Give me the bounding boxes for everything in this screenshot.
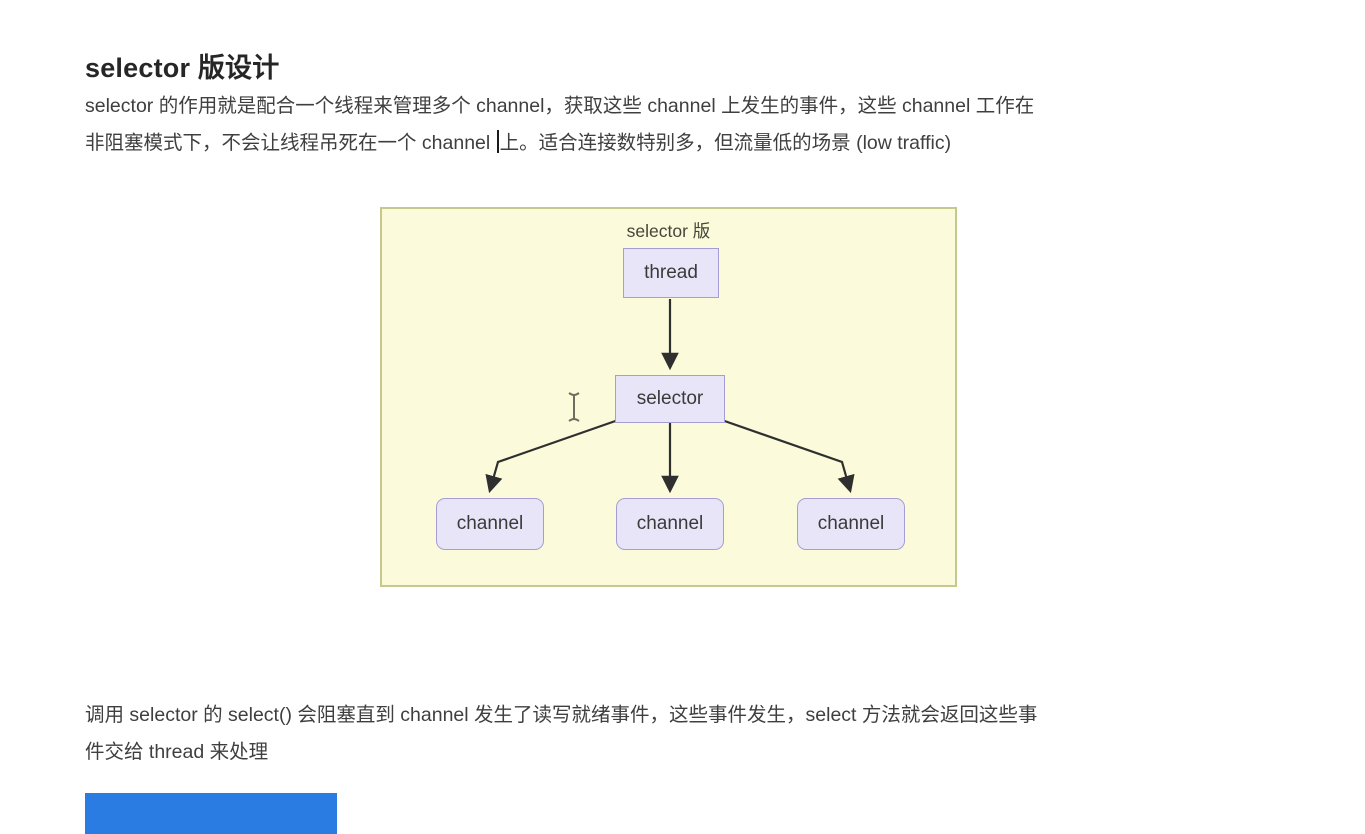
- node-thread: thread: [623, 248, 719, 298]
- intro-line-2: 非阻塞模式下，不会让线程吊死在一个 channel 上。适合连接数特别多，但流量…: [85, 125, 1034, 162]
- node-channel-2: channel: [616, 498, 724, 550]
- intro-line-2-after: 上。适合连接数特别多，但流量低的场景 (low traffic): [499, 132, 952, 154]
- selector-diagram: selector 版 thread selector channel chann…: [380, 207, 957, 587]
- closing-paragraph: 调用 selector 的 select() 会阻塞直到 channel 发生了…: [85, 697, 1037, 771]
- closing-line-1: 调用 selector 的 select() 会阻塞直到 channel 发生了…: [85, 704, 1038, 726]
- diagram-title: selector 版: [626, 221, 711, 241]
- intro-line-1: selector 的作用就是配合一个线程来管理多个 channel，获取这些 c…: [85, 95, 1035, 117]
- node-channel-3: channel: [797, 498, 905, 550]
- video-progress-bar-segment[interactable]: [85, 793, 337, 834]
- node-selector: selector: [615, 375, 725, 423]
- text-cursor-icon: [568, 392, 580, 422]
- closing-line-2: 件交给 thread 来处理: [85, 741, 269, 763]
- intro-paragraph: selector 的作用就是配合一个线程来管理多个 channel，获取这些 c…: [85, 88, 1034, 162]
- intro-line-2-before: 非阻塞模式下，不会让线程吊死在一个 channel: [85, 132, 496, 154]
- text-caret: [496, 130, 499, 153]
- page-title: selector 版设计: [85, 53, 280, 84]
- node-channel-1: channel: [436, 498, 544, 550]
